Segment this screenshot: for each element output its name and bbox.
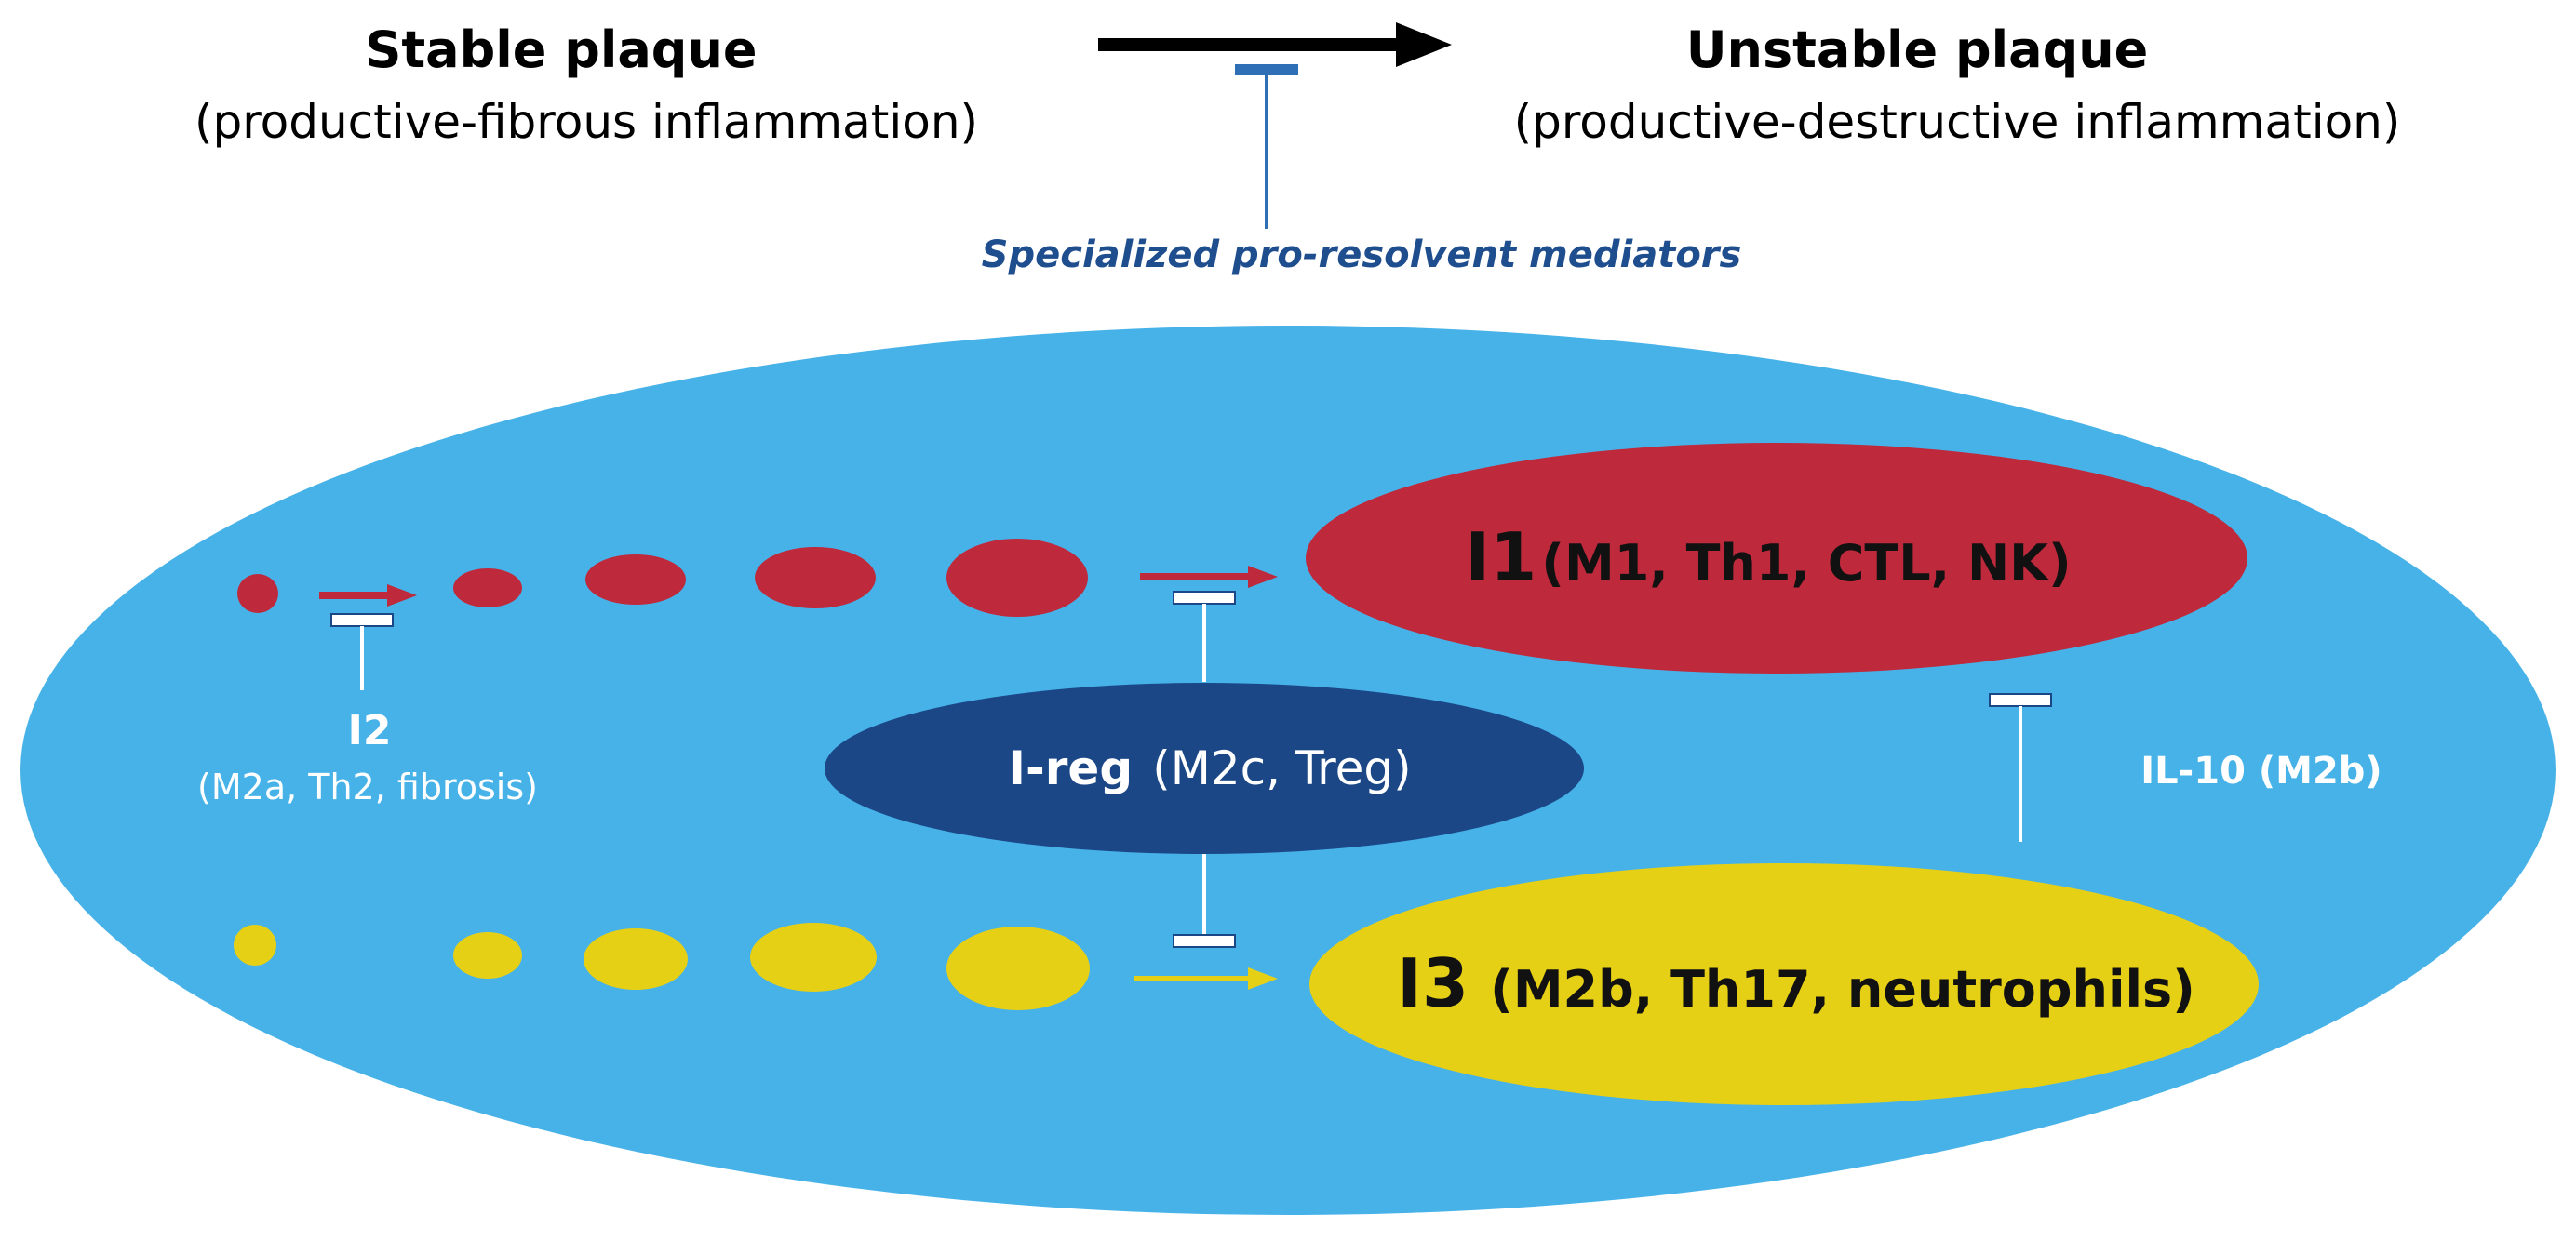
i1-name: I1 — [1465, 518, 1536, 596]
i2-inhibitor — [330, 613, 394, 690]
progression-arrow — [1098, 22, 1452, 67]
ireg-name: I-reg — [1008, 741, 1133, 795]
yellow-dot — [453, 932, 522, 979]
i3-ellipse — [1309, 863, 2259, 1105]
red-dot — [237, 574, 278, 613]
mediators-label: Specialized pro-resolvent mediators — [982, 234, 1742, 276]
yellow-arrow-to-i3 — [1134, 967, 1278, 990]
i3-name: I3 — [1397, 944, 1469, 1022]
mediators-inhibitor — [1235, 64, 1298, 229]
i3-cells: (M2b, Th17, neutrophils) — [1490, 960, 2195, 1019]
red-dot — [755, 547, 876, 608]
stable-plaque-title: Stable plaque — [365, 20, 757, 79]
yellow-dot — [946, 927, 1090, 1010]
i1-ellipse — [1306, 443, 2247, 674]
i1-cells: (M1, Th1, CTL, NK) — [1541, 534, 2071, 593]
i2-cells-label: (M2a, Th2, fibrosis) — [197, 767, 538, 807]
il10-label: IL-10 (M2b) — [2140, 750, 2381, 793]
il10-inhibitor — [1989, 693, 2052, 842]
i2-label: I2 — [348, 707, 392, 754]
yellow-progression-dots — [234, 923, 1090, 1010]
unstable-plaque-subtitle: (productive-destructive inflammation) — [1514, 95, 2401, 149]
yellow-dot — [234, 925, 276, 966]
yellow-dot — [750, 923, 877, 992]
ireg-ellipse — [825, 683, 1584, 854]
red-dot — [453, 568, 522, 607]
unstable-plaque-title: Unstable plaque — [1686, 20, 2149, 79]
ireg-label: I-reg (M2c, Treg) — [1008, 741, 1411, 795]
red-progression-dots — [237, 539, 1088, 617]
ireg-inhibitor-bottom — [1173, 854, 1236, 948]
red-dot — [946, 539, 1088, 617]
i1-label: I1 (M1, Th1, CTL, NK) — [1465, 518, 2071, 596]
red-arrow-to-i1 — [1140, 566, 1278, 588]
yellow-dot — [584, 928, 688, 990]
red-dot — [585, 554, 686, 605]
ireg-inhibitor-top — [1173, 591, 1236, 682]
stable-plaque-subtitle: (productive-fibrous inflammation) — [195, 95, 978, 149]
i3-label: I3 (M2b, Th17, neutrophils) — [1397, 944, 2195, 1022]
ireg-cells: (M2c, Treg) — [1152, 741, 1411, 795]
red-arrow-left — [319, 584, 417, 607]
